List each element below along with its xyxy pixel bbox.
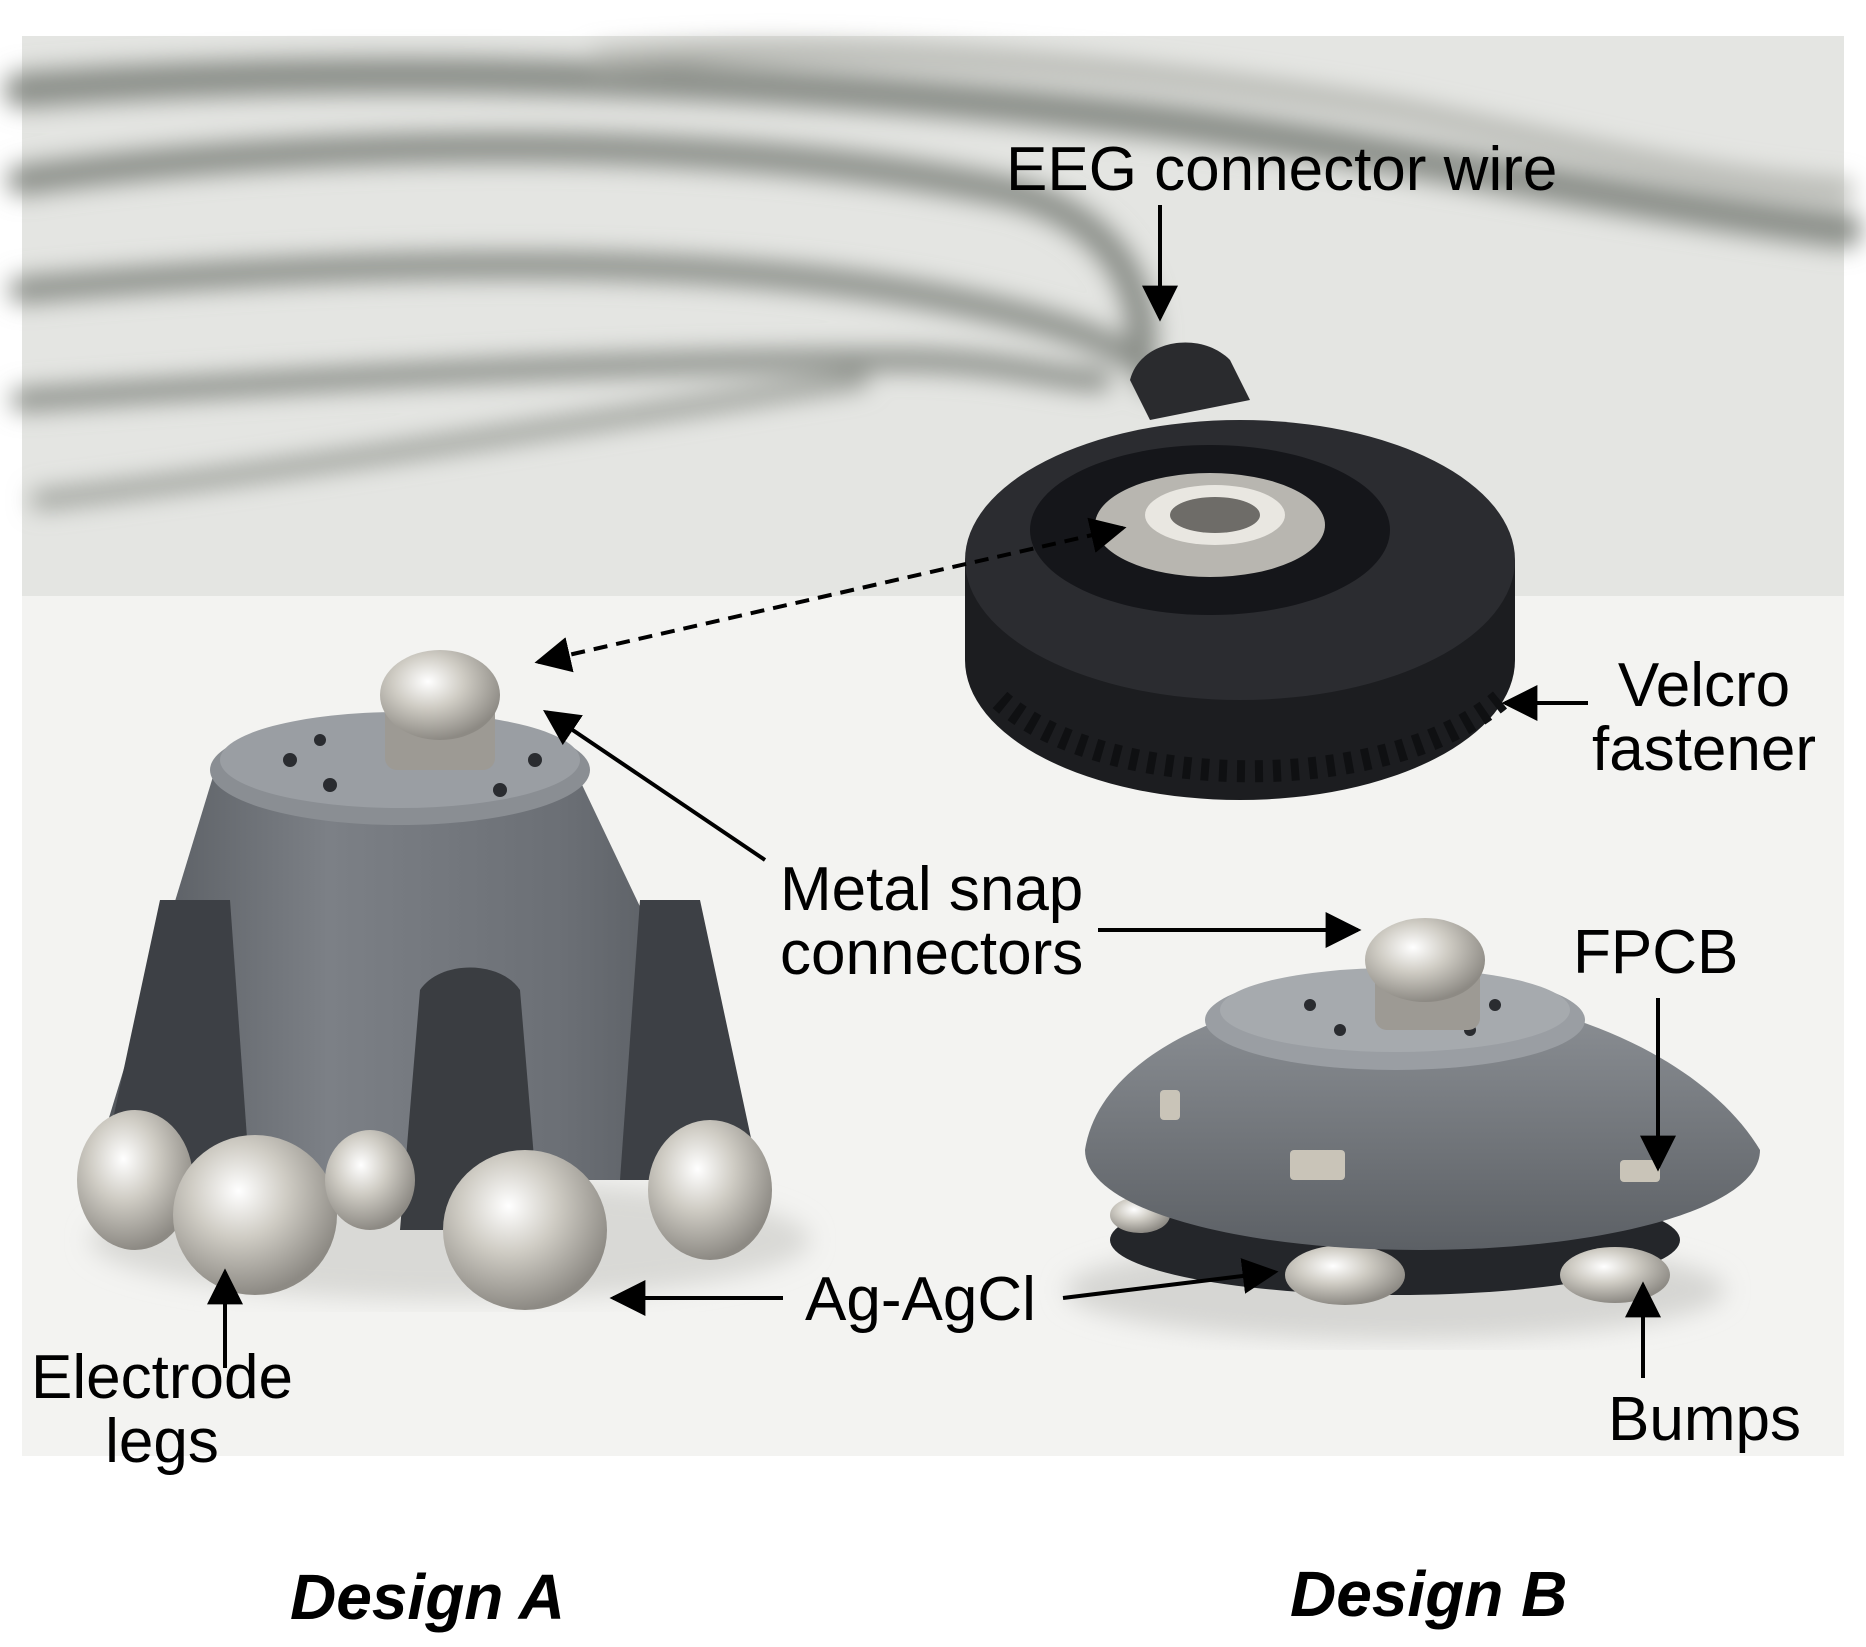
velcro-fastener-label: Velcro fastener bbox=[1584, 654, 1824, 782]
metal-snap-connectors-label: Metal snap connectors bbox=[780, 858, 1083, 986]
ag-agcl-label: Ag-AgCl bbox=[805, 1265, 1036, 1334]
fpcb-label: FPCB bbox=[1573, 918, 1739, 987]
velcro-label-line1: Velcro bbox=[1617, 651, 1791, 720]
eeg-connector-wire-label: EEG connector wire bbox=[1006, 135, 1558, 204]
design-a-caption: Design A bbox=[290, 1561, 565, 1633]
design-b-caption: Design B bbox=[1290, 1558, 1568, 1630]
design-a-electrode bbox=[77, 650, 810, 1310]
metal-snap-label-line1: Metal snap bbox=[780, 855, 1084, 924]
electrode-legs-line1: Electrode bbox=[31, 1343, 293, 1412]
design-b-electrode bbox=[1065, 918, 1760, 1340]
electrode-legs-line2: legs bbox=[105, 1407, 219, 1476]
metal-snap-label-line2: connectors bbox=[780, 919, 1084, 988]
blurred-wires bbox=[4, 42, 1862, 509]
velcro-label-line2: fastener bbox=[1591, 715, 1817, 784]
bumps-label: Bumps bbox=[1608, 1385, 1801, 1454]
annotation-arrows bbox=[207, 205, 1676, 1378]
electrode-legs-label: Electrode legs bbox=[22, 1346, 302, 1474]
eeg-snap-connector bbox=[965, 342, 1515, 800]
